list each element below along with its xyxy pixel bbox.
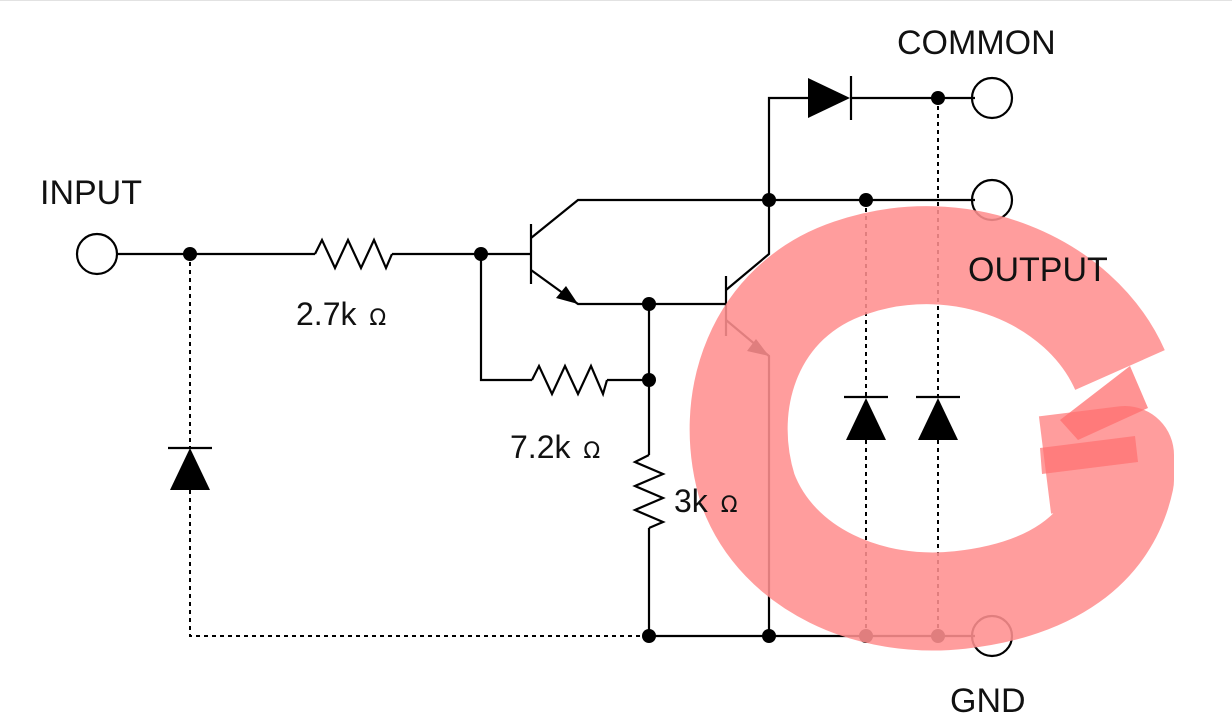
label-r1-value: 2.7k bbox=[296, 296, 357, 332]
label-r3: 3k Ω bbox=[674, 483, 738, 519]
terminal-input bbox=[75, 232, 119, 276]
resistor-r2 bbox=[531, 363, 609, 398]
terminal-common bbox=[970, 76, 1014, 120]
resistor-r3 bbox=[632, 454, 666, 530]
diode-input-icon bbox=[168, 446, 212, 490]
label-r1: 2.7k Ω bbox=[296, 296, 386, 332]
diode-output-2-icon bbox=[916, 395, 960, 440]
label-output: OUTPUT bbox=[968, 251, 1108, 289]
diode-common-icon bbox=[808, 76, 853, 120]
diode-output-1-icon bbox=[844, 395, 888, 440]
resistor-r1 bbox=[314, 237, 394, 271]
label-r3-unit: Ω bbox=[721, 493, 738, 518]
annotation-marker-bar bbox=[1040, 436, 1138, 474]
label-common: COMMON bbox=[897, 24, 1056, 62]
label-gnd: GND bbox=[950, 682, 1026, 720]
label-r3-value: 3k bbox=[674, 483, 709, 519]
label-r1-unit: Ω bbox=[369, 306, 386, 331]
label-input: INPUT bbox=[40, 174, 142, 212]
annotation-marker-tip bbox=[1060, 366, 1148, 440]
label-r2-unit: Ω bbox=[583, 439, 600, 464]
annotation-marker bbox=[689, 206, 1174, 651]
q1-emitter-arrow-icon bbox=[556, 286, 578, 304]
label-r2-value: 7.2k bbox=[510, 429, 571, 465]
window-top-border bbox=[0, 0, 1232, 1]
label-r2: 7.2k Ω bbox=[510, 429, 600, 465]
